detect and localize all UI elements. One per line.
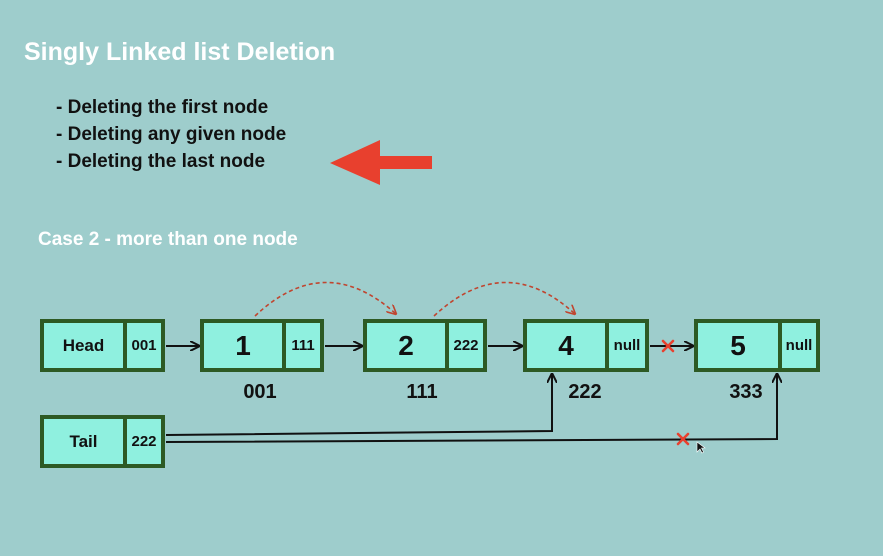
node-next-pointer: null <box>605 323 645 368</box>
node-next-pointer: 222 <box>445 323 483 368</box>
node-address: 111 <box>406 381 438 403</box>
head-box: Head 001 <box>40 319 165 372</box>
node-3: 4 null <box>523 319 649 372</box>
node-next-pointer: 111 <box>282 323 320 368</box>
tail-to-node3-line <box>165 374 552 436</box>
bullet-item: - Deleting any given node <box>56 124 287 145</box>
node-value: 1 <box>235 329 251 361</box>
node-2: 2 222 <box>363 319 487 372</box>
case-label: Case 2 - more than one node <box>38 229 298 250</box>
node-value: 2 <box>398 329 414 361</box>
delete-cross-icon <box>676 432 690 446</box>
slide-title: Singly Linked list Deletion <box>24 38 336 66</box>
tail-label: Tail <box>69 431 98 451</box>
node-value: 5 <box>730 329 746 361</box>
head-pointer: 001 <box>123 323 161 368</box>
head-label: Head <box>62 335 105 355</box>
red-arrow-icon <box>330 140 432 185</box>
bullet-item: - Deleting the first node <box>56 97 269 118</box>
bullet-list: - Deleting the first node - Deleting any… <box>56 94 286 175</box>
node-value: 4 <box>558 329 574 361</box>
dashed-curve-arrow <box>254 281 396 317</box>
delete-cross-icon <box>661 339 675 353</box>
node-4: 5 null <box>694 319 820 372</box>
node-address: 333 <box>729 381 763 403</box>
tail-pointer: 222 <box>123 419 161 464</box>
tail-box: Tail 222 <box>40 415 165 468</box>
node-1: 1 111 <box>200 319 324 372</box>
bullet-item: - Deleting the last node <box>56 151 266 172</box>
mouse-cursor-icon <box>696 441 706 454</box>
node-next-pointer: null <box>778 323 816 368</box>
dashed-curve-arrow <box>433 281 575 317</box>
node-address: 001 <box>243 381 277 403</box>
tail-to-node4-line <box>165 374 777 443</box>
node-address: 222 <box>568 381 602 403</box>
